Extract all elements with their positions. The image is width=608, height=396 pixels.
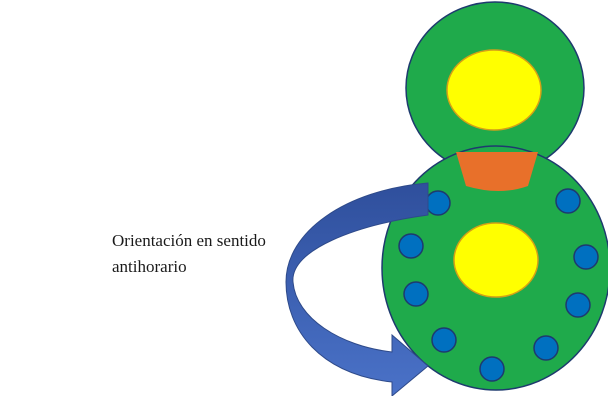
bud-scar [456,152,538,191]
caption-line-2: antihorario [112,257,187,276]
dot [573,244,599,270]
dot [403,281,429,307]
curved-counterclockwise-arrow-icon [285,182,429,396]
orientation-caption: Orientación en sentido antihorario [112,228,312,280]
dot [565,292,591,318]
caption-line-1: Orientación en sentido [112,231,266,250]
lower-nucleus [453,222,539,298]
dot [479,356,505,382]
dot [398,233,424,259]
dot [555,188,581,214]
dot [431,327,457,353]
dot [425,190,451,216]
upper-nucleus [446,49,542,131]
dot [533,335,559,361]
peripheral-dots [398,188,599,382]
